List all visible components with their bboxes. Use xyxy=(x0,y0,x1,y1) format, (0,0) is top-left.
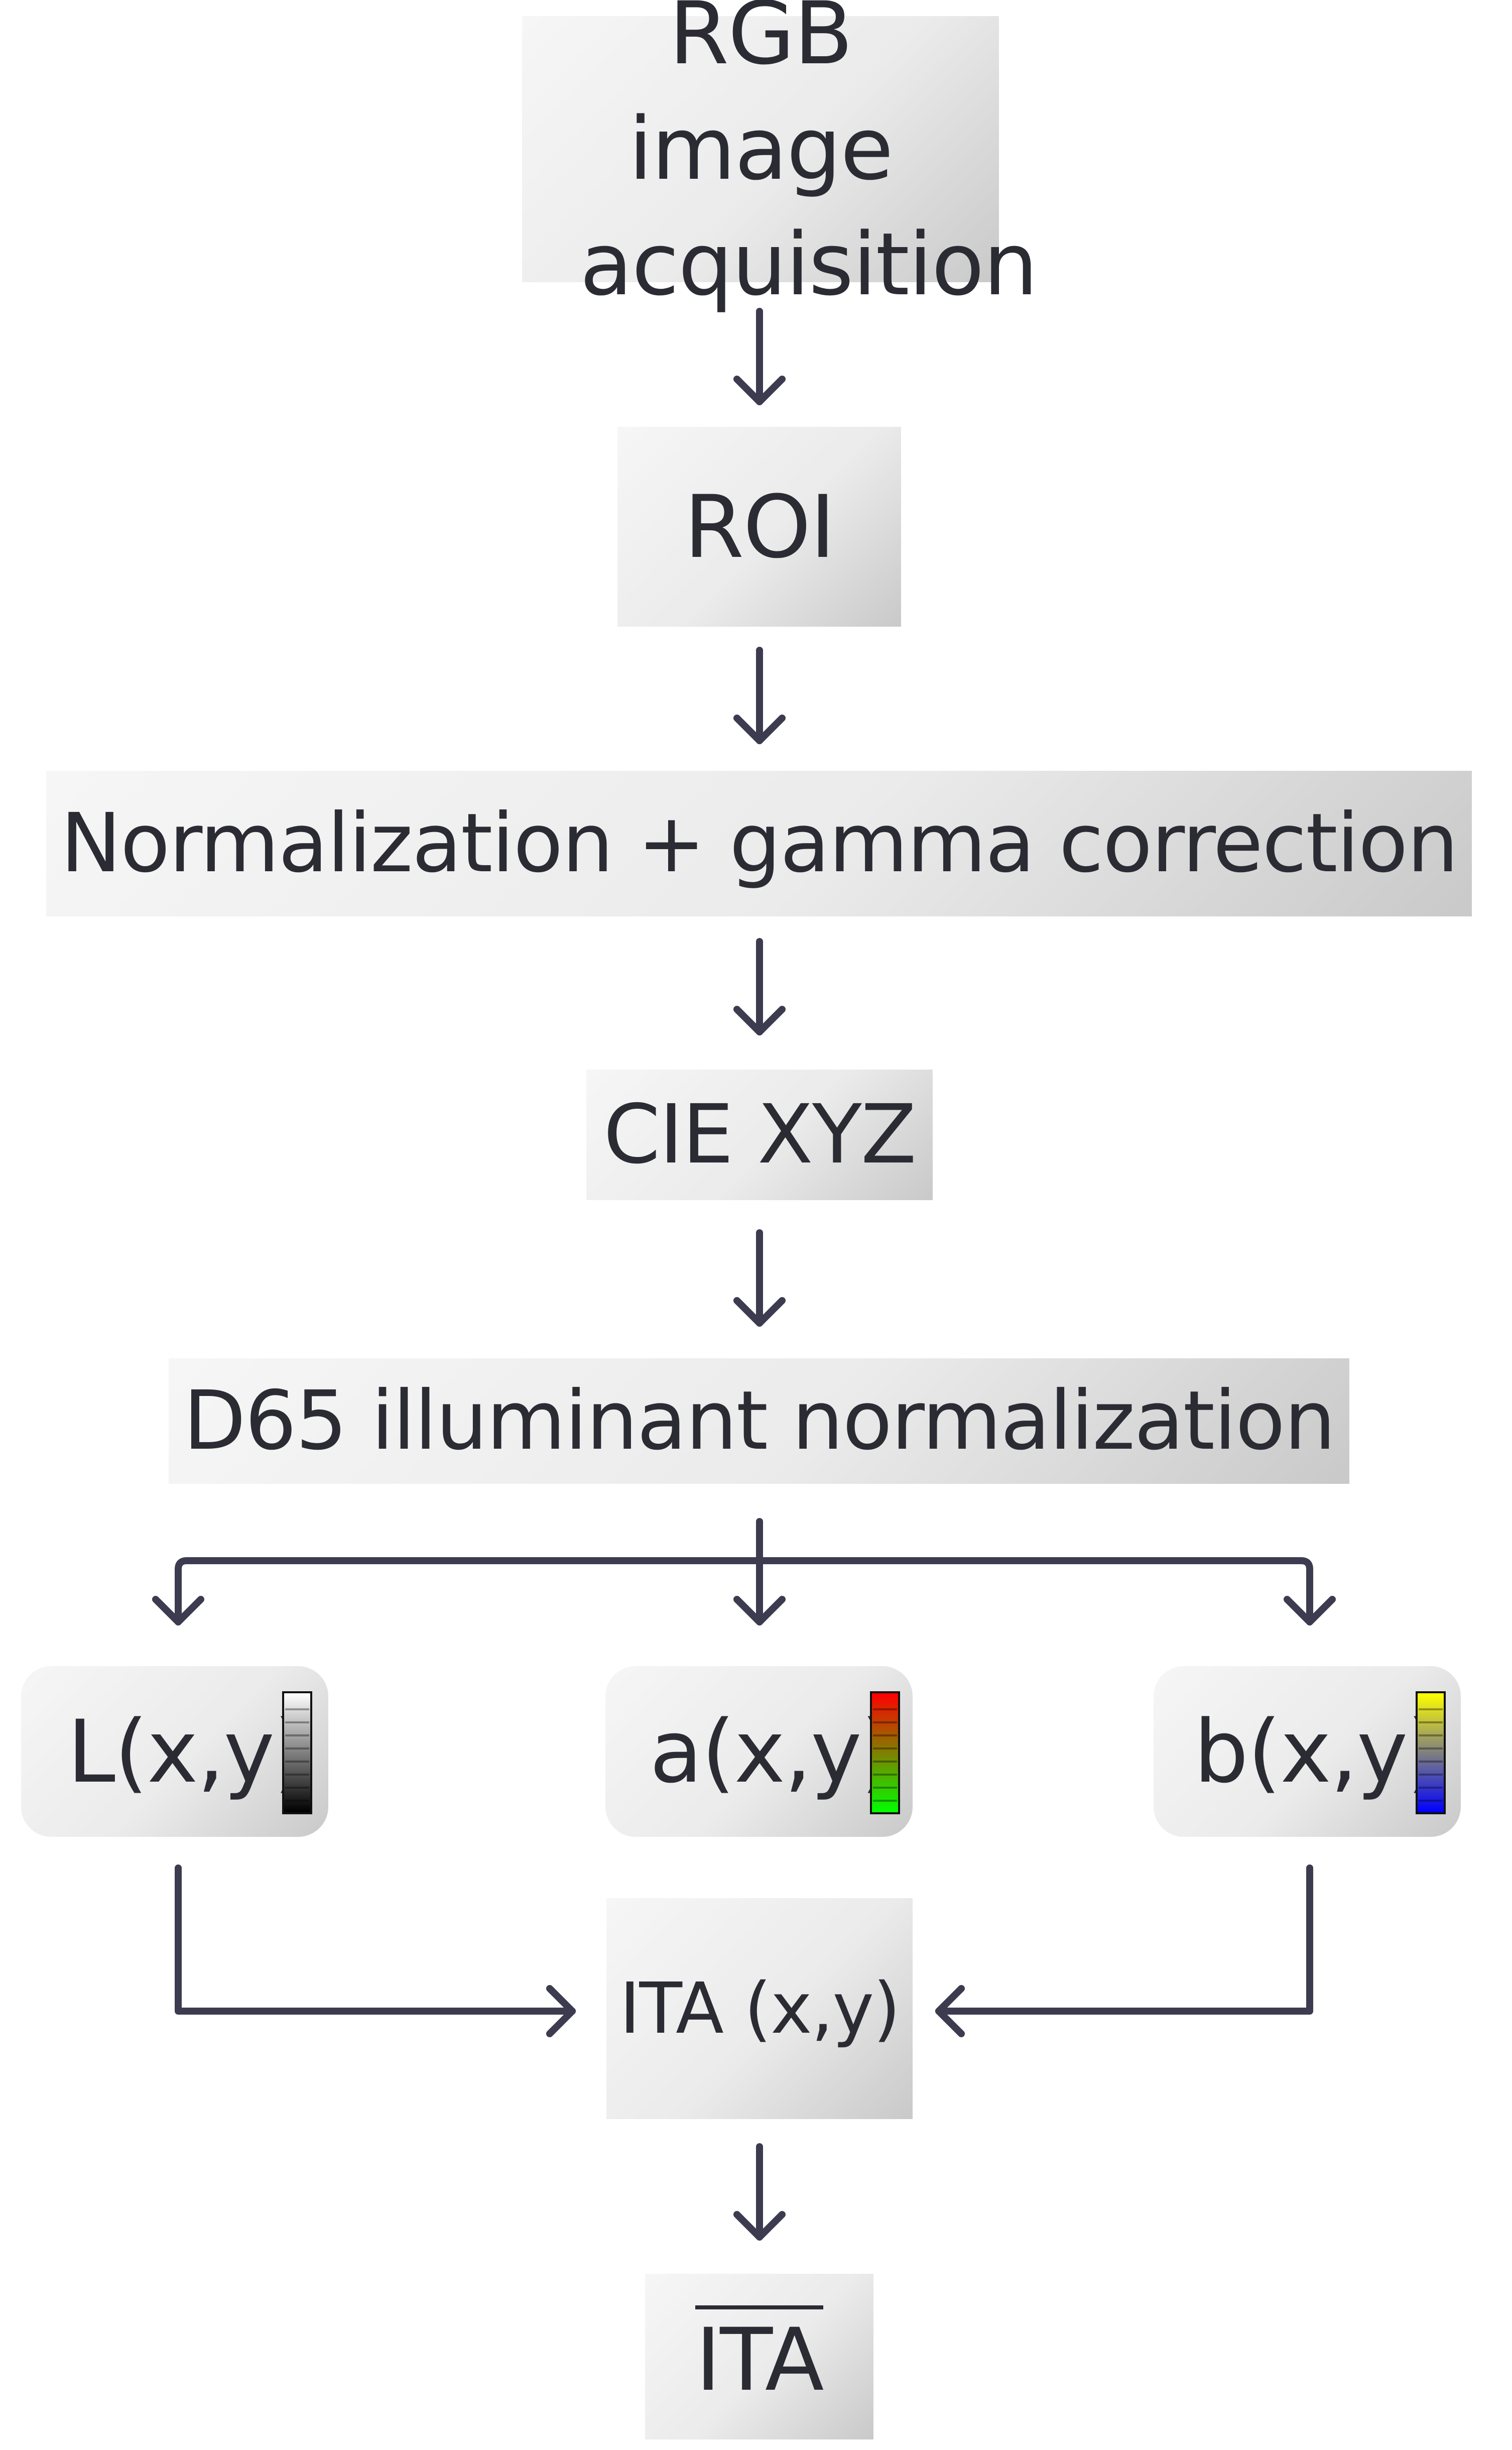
b-channel-box: b(x,y) xyxy=(1154,1666,1461,1837)
roi-label: ROI xyxy=(684,476,836,577)
a-channel-box: a(x,y) xyxy=(605,1666,913,1837)
arrow-norm-to-xyz-head xyxy=(733,1006,786,1035)
normalization-box: Normalization + gamma correction xyxy=(46,771,1472,916)
arrow-l-to-ita xyxy=(175,1864,576,2015)
arrow-roi-to-norm-head xyxy=(733,715,786,744)
arrow-d65-to-b-head xyxy=(1284,1596,1336,1625)
normalization-label: Normalization + gamma correction xyxy=(60,796,1458,891)
arrow-l-to-ita-head xyxy=(546,1985,576,2037)
d65-normalization-label: D65 illuminant normalization xyxy=(183,1374,1336,1468)
cie-xyz-label: CIE XYZ xyxy=(603,1088,917,1182)
l-colorbar-icon xyxy=(282,1691,312,1814)
b-colorbar-icon xyxy=(1416,1691,1446,1814)
rgb-acquisition-label: RGB image acquisition xyxy=(580,0,1038,315)
a-channel-label: a(x,y) xyxy=(650,1701,895,1802)
arrow-b-to-ita-head xyxy=(935,1985,965,2037)
a-colorbar-icon xyxy=(870,1691,900,1814)
rgb-acquisition-box: RGB image acquisition xyxy=(522,0,1038,315)
arrow-b-to-ita xyxy=(935,1864,1313,2015)
arrow-d65-to-l-head xyxy=(152,1596,204,1625)
arrow-split-bar xyxy=(175,1557,1313,1625)
roi-box: ROI xyxy=(617,427,901,627)
ita-map-box: ITA (x,y) xyxy=(606,1898,913,2119)
d65-normalization-box: D65 illuminant normalization xyxy=(169,1358,1349,1484)
arrow-d65-to-a-head xyxy=(733,1596,786,1625)
ita-map-label: ITA (x,y) xyxy=(619,1967,901,2050)
arrow-rgb-to-roi-head xyxy=(733,376,786,405)
b-channel-label: b(x,y) xyxy=(1194,1701,1441,1802)
cie-xyz-box: CIE XYZ xyxy=(586,1070,933,1200)
ita-mean-box: ITA xyxy=(645,2274,873,2439)
l-channel-label: L(x,y) xyxy=(67,1701,307,1802)
ita-mean-label: ITA xyxy=(695,2305,824,2408)
arrow-ita-to-mean-head xyxy=(733,2211,786,2241)
l-channel-box: L(x,y) xyxy=(21,1666,328,1837)
arrow-xyz-to-d65-head xyxy=(733,1297,786,1327)
